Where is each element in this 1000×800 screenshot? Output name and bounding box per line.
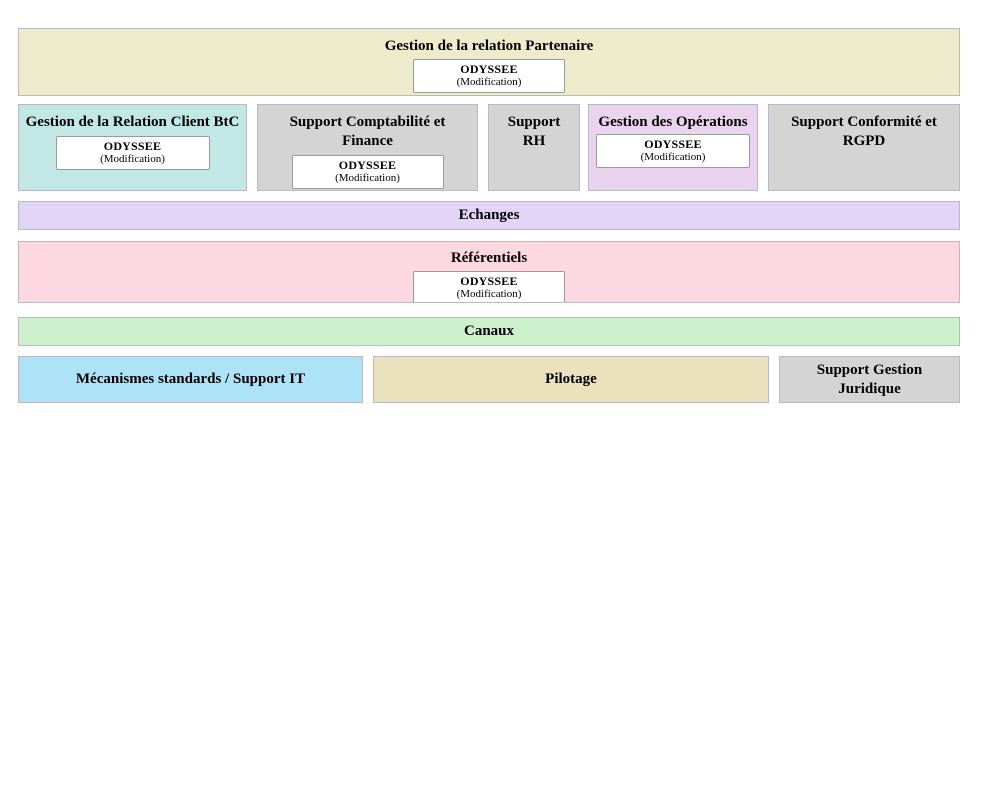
application-name: ODYSSEE bbox=[460, 62, 518, 76]
block-title: Echanges bbox=[458, 207, 520, 223]
block-title: Mécanismes standards / Support IT bbox=[75, 371, 306, 387]
application-card-odyssee[interactable]: ODYSSEE (Modification) bbox=[596, 134, 750, 168]
application-name: ODYSSEE bbox=[103, 139, 162, 153]
block-gestion-des-operations[interactable]: Gestion des Opérations ODYSSEE (Modifica… bbox=[588, 104, 758, 191]
block-canaux[interactable]: Canaux bbox=[18, 317, 960, 346]
block-title: Support Conformité et RGPD bbox=[791, 114, 937, 149]
application-state: (Modification) bbox=[456, 76, 522, 88]
block-support-gestion-juridique[interactable]: Support Gestion Juridique bbox=[779, 356, 960, 403]
block-support-conformite-rgpd[interactable]: Support Conformité et RGPD bbox=[768, 104, 960, 191]
block-title: Gestion de la relation Partenaire bbox=[384, 38, 594, 54]
block-referentiels[interactable]: Référentiels ODYSSEE (Modification) bbox=[18, 241, 960, 303]
application-card-odyssee[interactable]: ODYSSEE (Modification) bbox=[291, 155, 444, 189]
application-name: ODYSSEE bbox=[460, 274, 518, 288]
block-mecanismes-standards-support-it[interactable]: Mécanismes standards / Support IT bbox=[18, 356, 363, 403]
application-state: (Modification) bbox=[640, 151, 706, 163]
application-state: (Modification) bbox=[100, 153, 165, 165]
application-state: (Modification) bbox=[456, 288, 522, 300]
block-echanges[interactable]: Echanges bbox=[18, 201, 960, 230]
application-name: ODYSSEE bbox=[338, 158, 397, 172]
application-card-odyssee[interactable]: ODYSSEE (Modification) bbox=[55, 136, 210, 170]
block-title: Support Gestion Juridique bbox=[816, 361, 923, 397]
block-title: Support Comptabilité et Finance bbox=[289, 114, 446, 149]
block-title: Support RH bbox=[507, 114, 561, 149]
block-gestion-relation-partenaire[interactable]: Gestion de la relation Partenaire ODYSSE… bbox=[18, 28, 960, 96]
block-pilotage[interactable]: Pilotage bbox=[373, 356, 769, 403]
block-support-rh[interactable]: Support RH bbox=[488, 104, 580, 191]
application-state: (Modification) bbox=[335, 172, 400, 184]
block-gestion-relation-client-btc[interactable]: Gestion de la Relation Client BtC ODYSSE… bbox=[18, 104, 247, 191]
application-card-odyssee[interactable]: ODYSSEE (Modification) bbox=[413, 271, 565, 302]
block-title: Référentiels bbox=[450, 250, 528, 266]
block-title: Canaux bbox=[463, 323, 515, 339]
application-name: ODYSSEE bbox=[644, 137, 702, 151]
block-support-comptabilite-finance[interactable]: Support Comptabilité et Finance ODYSSEE … bbox=[257, 104, 478, 191]
block-title: Gestion des Opérations bbox=[598, 114, 748, 130]
block-title: Gestion de la Relation Client BtC bbox=[25, 114, 240, 130]
application-card-odyssee[interactable]: ODYSSEE (Modification) bbox=[413, 59, 565, 93]
block-title: Pilotage bbox=[545, 371, 597, 387]
